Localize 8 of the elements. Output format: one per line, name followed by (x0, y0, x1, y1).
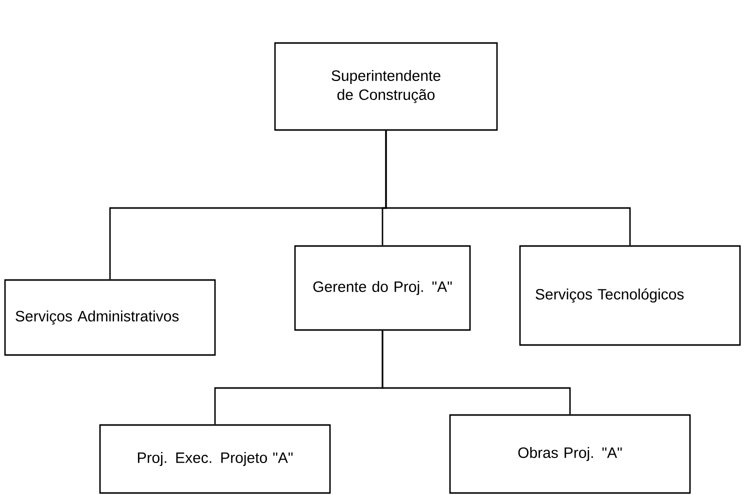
org-box: Gerente do Proj. "A" (294, 245, 471, 331)
org-box: Serviços Tecnológicos (519, 245, 741, 346)
org-box: Proj. Exec. Projeto "A" (99, 424, 331, 494)
org-box: Superintendente de Construção (274, 42, 498, 131)
connector-line (382, 330, 571, 414)
connector-line (385, 130, 631, 246)
org-box: Serviços Administrativos (4, 279, 216, 356)
org-box: Obras Proj. "A" (449, 414, 691, 494)
